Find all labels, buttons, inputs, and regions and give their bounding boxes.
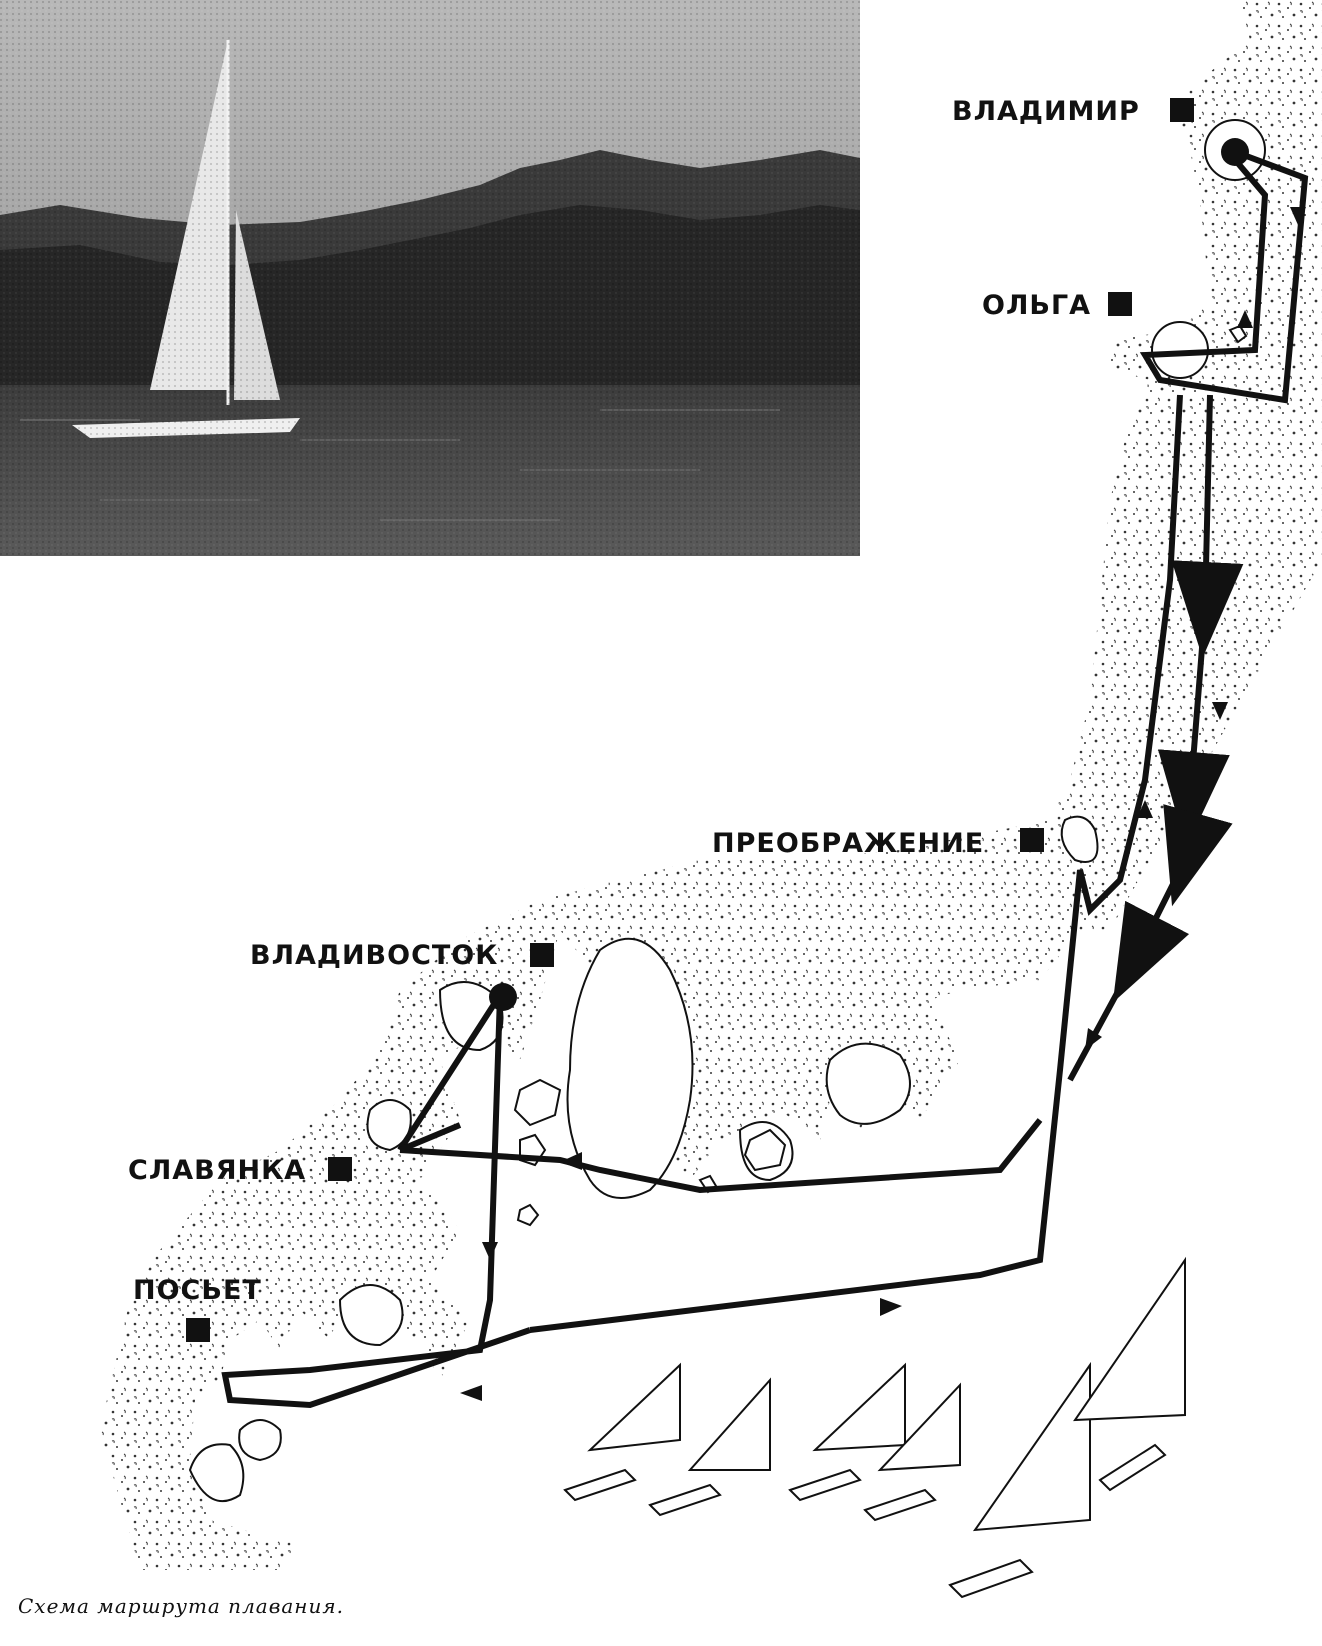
port-dot-icon xyxy=(1221,138,1249,166)
city-label-slavyanka: СЛАВЯНКА xyxy=(128,1155,307,1186)
city-square-marker xyxy=(1170,98,1194,122)
city-label-vladivostok: ВЛАДИВОСТОК xyxy=(250,940,499,971)
city-label-posyet: ПОСЬЕТ xyxy=(133,1275,262,1306)
city-label-olga: ОЛЬГА xyxy=(982,290,1092,321)
yacht-icon xyxy=(648,1377,771,1517)
islands xyxy=(513,324,1248,1227)
route-arrow-icon xyxy=(482,1242,498,1260)
city-label-vladimir: ВЛАДИМИР xyxy=(952,96,1140,127)
city-square-marker xyxy=(328,1157,352,1181)
route-arrow-icon xyxy=(460,1385,482,1401)
yacht-icon xyxy=(948,1361,1091,1599)
port-dot-icon xyxy=(489,983,517,1011)
city-square-marker xyxy=(530,943,554,967)
sailboat-photo xyxy=(0,0,860,556)
route-arrow-icon xyxy=(1290,207,1306,225)
route-line xyxy=(221,145,1309,1409)
coastline xyxy=(100,0,1322,1570)
bays xyxy=(188,119,1266,1503)
route-arrow-icon xyxy=(1237,310,1253,328)
route-arrow-icon xyxy=(560,1152,582,1170)
city-label-preobrazhenie: ПРЕОБРАЖЕНИЕ xyxy=(712,828,985,859)
route-arrows xyxy=(460,207,1306,1401)
yacht-icon xyxy=(1073,1256,1186,1492)
route-arrow-icon xyxy=(1085,1028,1102,1050)
city-square-marker xyxy=(1108,292,1132,316)
route-arrow-icon xyxy=(1212,702,1228,720)
sailboat-photo-image xyxy=(0,0,860,556)
route-arrow-icon xyxy=(880,1298,902,1316)
city-square-marker xyxy=(186,1318,210,1342)
yacht-icon xyxy=(563,1362,681,1502)
map-caption: Схема маршрута плавания. xyxy=(18,1594,344,1618)
route-arrow-icon xyxy=(1137,800,1153,818)
yacht-icon xyxy=(788,1362,906,1502)
yacht-icon xyxy=(863,1382,961,1522)
city-square-marker xyxy=(1020,828,1044,852)
yachts xyxy=(563,1256,1186,1599)
